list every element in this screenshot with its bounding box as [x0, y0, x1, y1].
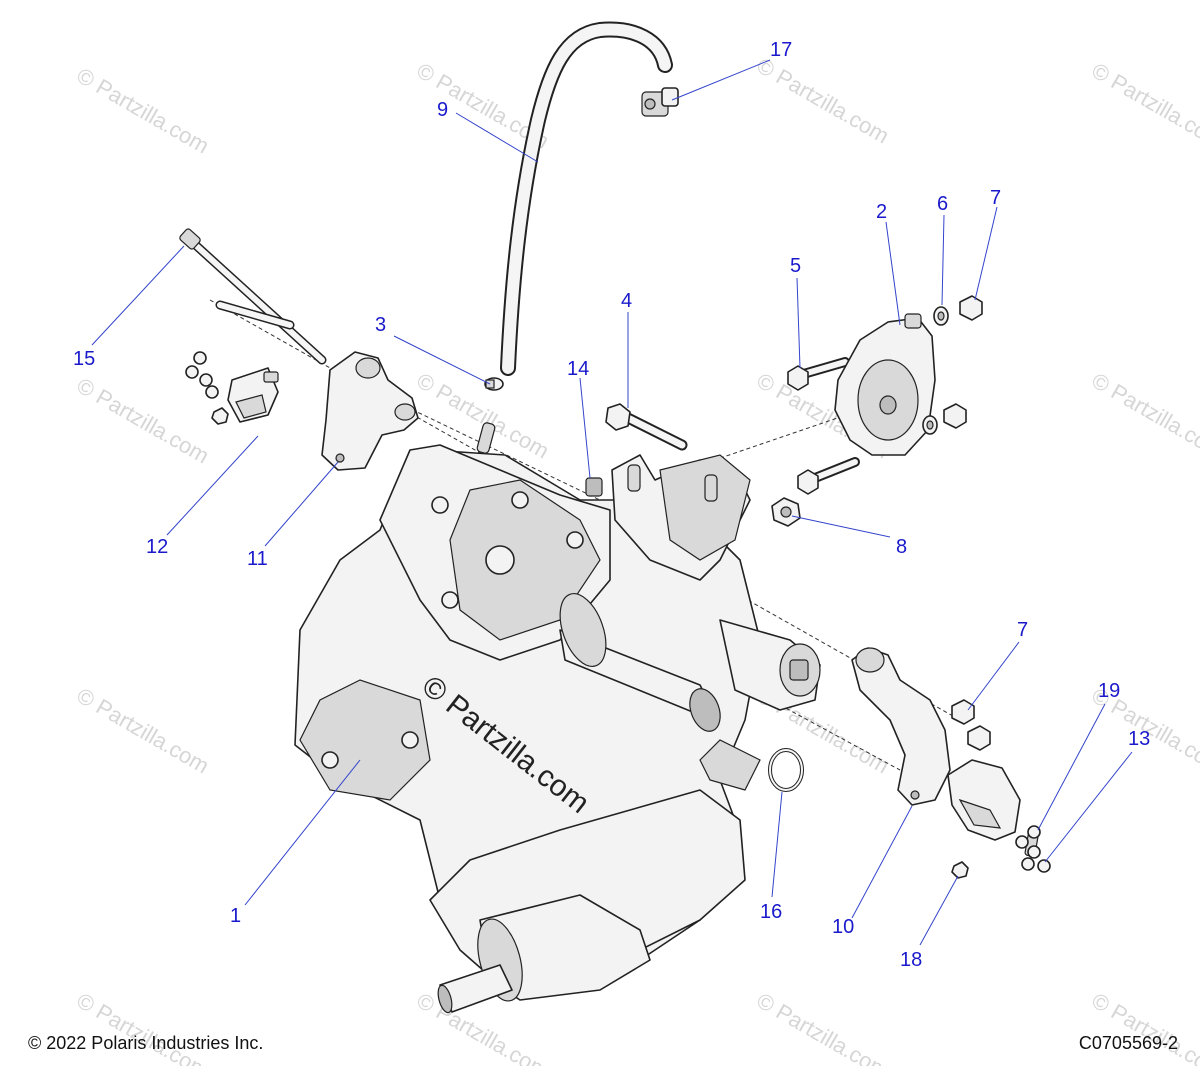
callout-12: 12: [146, 536, 168, 558]
callout-13: 13: [1128, 728, 1150, 750]
mount-bolts-5: [787, 357, 860, 495]
callout-19: 19: [1098, 680, 1120, 702]
callout-7-top: 7: [990, 187, 1001, 209]
left-mount-bracket: [321, 351, 419, 471]
callout-17: 17: [770, 39, 792, 61]
callout-18: 18: [900, 949, 922, 971]
long-bolts: [179, 228, 327, 365]
callout-15: 15: [73, 348, 95, 370]
leader-lines: [91, 59, 1133, 946]
vent-hose: [500, 21, 673, 376]
callout-8: 8: [896, 536, 907, 558]
watermark: © Partzilla.com: [73, 988, 214, 1066]
housing-bolt: [585, 477, 603, 497]
copyright-notice: © 2022 Polaris Industries Inc.: [28, 1033, 264, 1053]
callout-6: 6: [937, 193, 948, 215]
callout-numbers: 1 2 3 4 5 6 7 7 8 9 10 11 12 13 14 15 16…: [73, 39, 1150, 971]
callout-10: 10: [832, 916, 854, 938]
callout-3: 3: [375, 314, 386, 336]
callout-1: 1: [230, 905, 241, 927]
hose-clamp: [484, 377, 504, 391]
callout-4: 4: [621, 290, 632, 312]
watermark: © Partzilla.com: [73, 63, 214, 159]
watermark: © Partzilla.com: [73, 683, 214, 779]
callout-5: 5: [790, 255, 801, 277]
callout-16: 16: [760, 901, 782, 923]
watermark: © Partzilla.com: [753, 988, 894, 1066]
watermark: © Partzilla.com: [1088, 58, 1200, 154]
flange-nut: [771, 497, 801, 527]
transmission-housing: [294, 422, 821, 1014]
callout-9: 9: [437, 99, 448, 121]
mount-bolt-4: [605, 403, 688, 451]
callout-14: 14: [567, 358, 589, 380]
callout-2: 2: [876, 201, 887, 223]
o-ring: [768, 748, 804, 792]
right-mount-bracket: [851, 647, 951, 806]
callout-11: 11: [247, 548, 268, 570]
callout-7-bottom: 7: [1017, 619, 1028, 641]
watermark: © Partzilla.com: [1088, 988, 1200, 1066]
left-isolator-bracket: [185, 351, 279, 425]
drawing-number: C0705569-2: [1078, 1033, 1178, 1053]
watermark: © Partzilla.com: [753, 53, 894, 149]
right-mount-isolator: [834, 313, 936, 456]
watermark: © Partzilla.com: [1088, 368, 1200, 464]
vent-fitting: [641, 87, 679, 117]
washers-nuts: [922, 295, 991, 751]
right-isolator-bracket: [947, 759, 1051, 879]
watermark: © Partzilla.com: [73, 373, 214, 469]
